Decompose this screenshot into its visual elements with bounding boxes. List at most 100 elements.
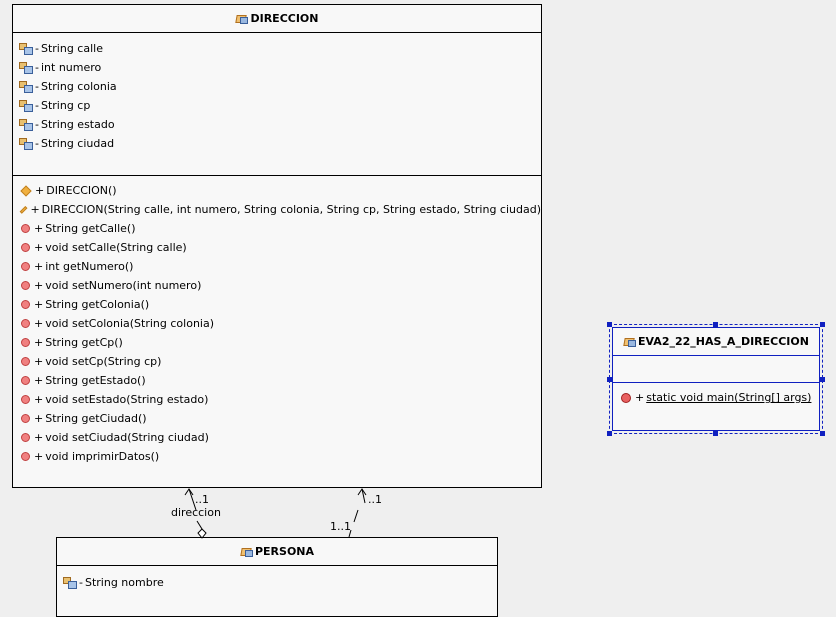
- fields-section: -String calle-int numero-String colonia-…: [13, 33, 541, 176]
- visibility-marker: +: [34, 279, 44, 292]
- method-icon: [21, 357, 30, 366]
- operation-row[interactable]: +String getColonia(): [13, 295, 541, 314]
- operation-row[interactable]: +void setCiudad(String ciudad): [13, 428, 541, 447]
- visibility-marker: +: [30, 203, 40, 216]
- member-text: String nombre: [84, 576, 164, 589]
- operation-row[interactable]: +static void main(String[] args): [613, 388, 819, 407]
- visibility-marker: +: [34, 241, 44, 254]
- attribute-row[interactable]: -String colonia: [13, 77, 541, 96]
- field-icon: [19, 99, 33, 112]
- visibility-marker: +: [34, 260, 44, 273]
- operation-row[interactable]: +void setCp(String cp): [13, 352, 541, 371]
- field-icon: [19, 80, 33, 93]
- fields-section: [613, 356, 819, 383]
- multiplicity-label: 1..1: [330, 520, 351, 533]
- visibility-marker: +: [34, 450, 44, 463]
- resize-handle-s[interactable]: [713, 431, 718, 436]
- visibility-marker: -: [35, 137, 39, 150]
- operation-row[interactable]: +String getEstado(): [13, 371, 541, 390]
- class-persona[interactable]: PERSONA -String nombre: [56, 537, 498, 617]
- method-icon: [21, 224, 30, 233]
- operation-row[interactable]: +void setNumero(int numero): [13, 276, 541, 295]
- member-text: static void main(String[] args): [646, 391, 812, 404]
- attribute-row[interactable]: -String estado: [13, 115, 541, 134]
- operation-row[interactable]: +void imprimirDatos(): [13, 447, 541, 466]
- operation-row[interactable]: +String getCp(): [13, 333, 541, 352]
- member-text: String colonia: [40, 80, 117, 93]
- method-icon: [21, 452, 30, 461]
- class-eva2-22-has-a-direccion[interactable]: EVA2_22_HAS_A_DIRECCION +static void mai…: [612, 327, 820, 431]
- member-text: void setColonia(String colonia): [45, 317, 215, 330]
- class-direccion[interactable]: DIRECCION -String calle-int numero-Strin…: [12, 4, 542, 488]
- attribute-row[interactable]: -String calle: [13, 39, 541, 58]
- visibility-marker: -: [35, 61, 39, 74]
- resize-handle-n[interactable]: [713, 322, 718, 327]
- class-icon: [623, 336, 637, 348]
- visibility-marker: +: [35, 184, 45, 197]
- method-icon: [21, 262, 30, 271]
- visibility-marker: +: [34, 355, 44, 368]
- member-text: String estado: [40, 118, 115, 131]
- resize-handle-se[interactable]: [820, 431, 825, 436]
- class-name: DIRECCION: [250, 12, 319, 25]
- arrow-head: [357, 488, 367, 496]
- operation-row[interactable]: +String getCiudad(): [13, 409, 541, 428]
- operation-row[interactable]: +void setCalle(String calle): [13, 238, 541, 257]
- member-text: String ciudad: [40, 137, 115, 150]
- resize-handle-sw[interactable]: [607, 431, 612, 436]
- operation-row[interactable]: +int getNumero(): [13, 257, 541, 276]
- operation-row[interactable]: +void setEstado(String estado): [13, 390, 541, 409]
- member-text: DIRECCION(): [46, 184, 117, 197]
- constructor-row[interactable]: +DIRECCION(String calle, int numero, Str…: [13, 200, 541, 219]
- resize-handle-w[interactable]: [607, 377, 612, 382]
- resize-handle-ne[interactable]: [820, 322, 825, 327]
- role-label: direccion: [171, 506, 221, 519]
- operation-row[interactable]: +void setColonia(String colonia): [13, 314, 541, 333]
- static-method-icon: [621, 392, 631, 403]
- method-icon: [21, 433, 30, 442]
- attribute-row[interactable]: -int numero: [13, 58, 541, 77]
- member-text: String getColonia(): [45, 298, 150, 311]
- class-header: DIRECCION: [13, 5, 541, 33]
- method-icon: [21, 243, 30, 252]
- visibility-marker: +: [34, 393, 44, 406]
- member-text: void setNumero(int numero): [45, 279, 202, 292]
- visibility-marker: +: [34, 412, 44, 425]
- attribute-row[interactable]: -String cp: [13, 96, 541, 115]
- operations-section: +DIRECCION()+DIRECCION(String calle, int…: [13, 176, 541, 466]
- member-text: void setEstado(String estado): [45, 393, 209, 406]
- multiplicity-label: ..1: [368, 493, 382, 506]
- member-text: String getCalle(): [45, 222, 136, 235]
- visibility-marker: +: [34, 317, 44, 330]
- constructor-row[interactable]: +DIRECCION(): [13, 181, 541, 200]
- member-text: int getNumero(): [45, 260, 134, 273]
- member-text: String getEstado(): [45, 374, 146, 387]
- attribute-row[interactable]: -String nombre: [57, 573, 497, 592]
- method-icon: [21, 414, 30, 423]
- visibility-marker: -: [35, 80, 39, 93]
- member-text: void setCp(String cp): [45, 355, 162, 368]
- visibility-marker: +: [34, 336, 44, 349]
- method-icon: [21, 300, 30, 309]
- field-icon: [63, 576, 77, 589]
- member-text: DIRECCION(String calle, int numero, Stri…: [41, 203, 541, 216]
- operations-section: +static void main(String[] args): [613, 383, 819, 407]
- visibility-marker: -: [35, 42, 39, 55]
- member-text: String getCp(): [45, 336, 123, 349]
- visibility-marker: +: [34, 374, 44, 387]
- field-icon: [19, 42, 33, 55]
- method-icon: [21, 376, 30, 385]
- field-icon: [19, 118, 33, 131]
- member-text: void setCalle(String calle): [45, 241, 187, 254]
- attribute-row[interactable]: -String ciudad: [13, 134, 541, 153]
- association-line: [348, 488, 366, 538]
- method-icon: [21, 395, 30, 404]
- operation-row[interactable]: +String getCalle(): [13, 219, 541, 238]
- class-name: EVA2_22_HAS_A_DIRECCION: [638, 335, 809, 348]
- resize-handle-nw[interactable]: [607, 322, 612, 327]
- member-text: int numero: [40, 61, 102, 74]
- resize-handle-e[interactable]: [820, 377, 825, 382]
- method-icon: [21, 281, 30, 290]
- visibility-marker: -: [35, 118, 39, 131]
- multiplicity-label: ..1: [195, 493, 209, 506]
